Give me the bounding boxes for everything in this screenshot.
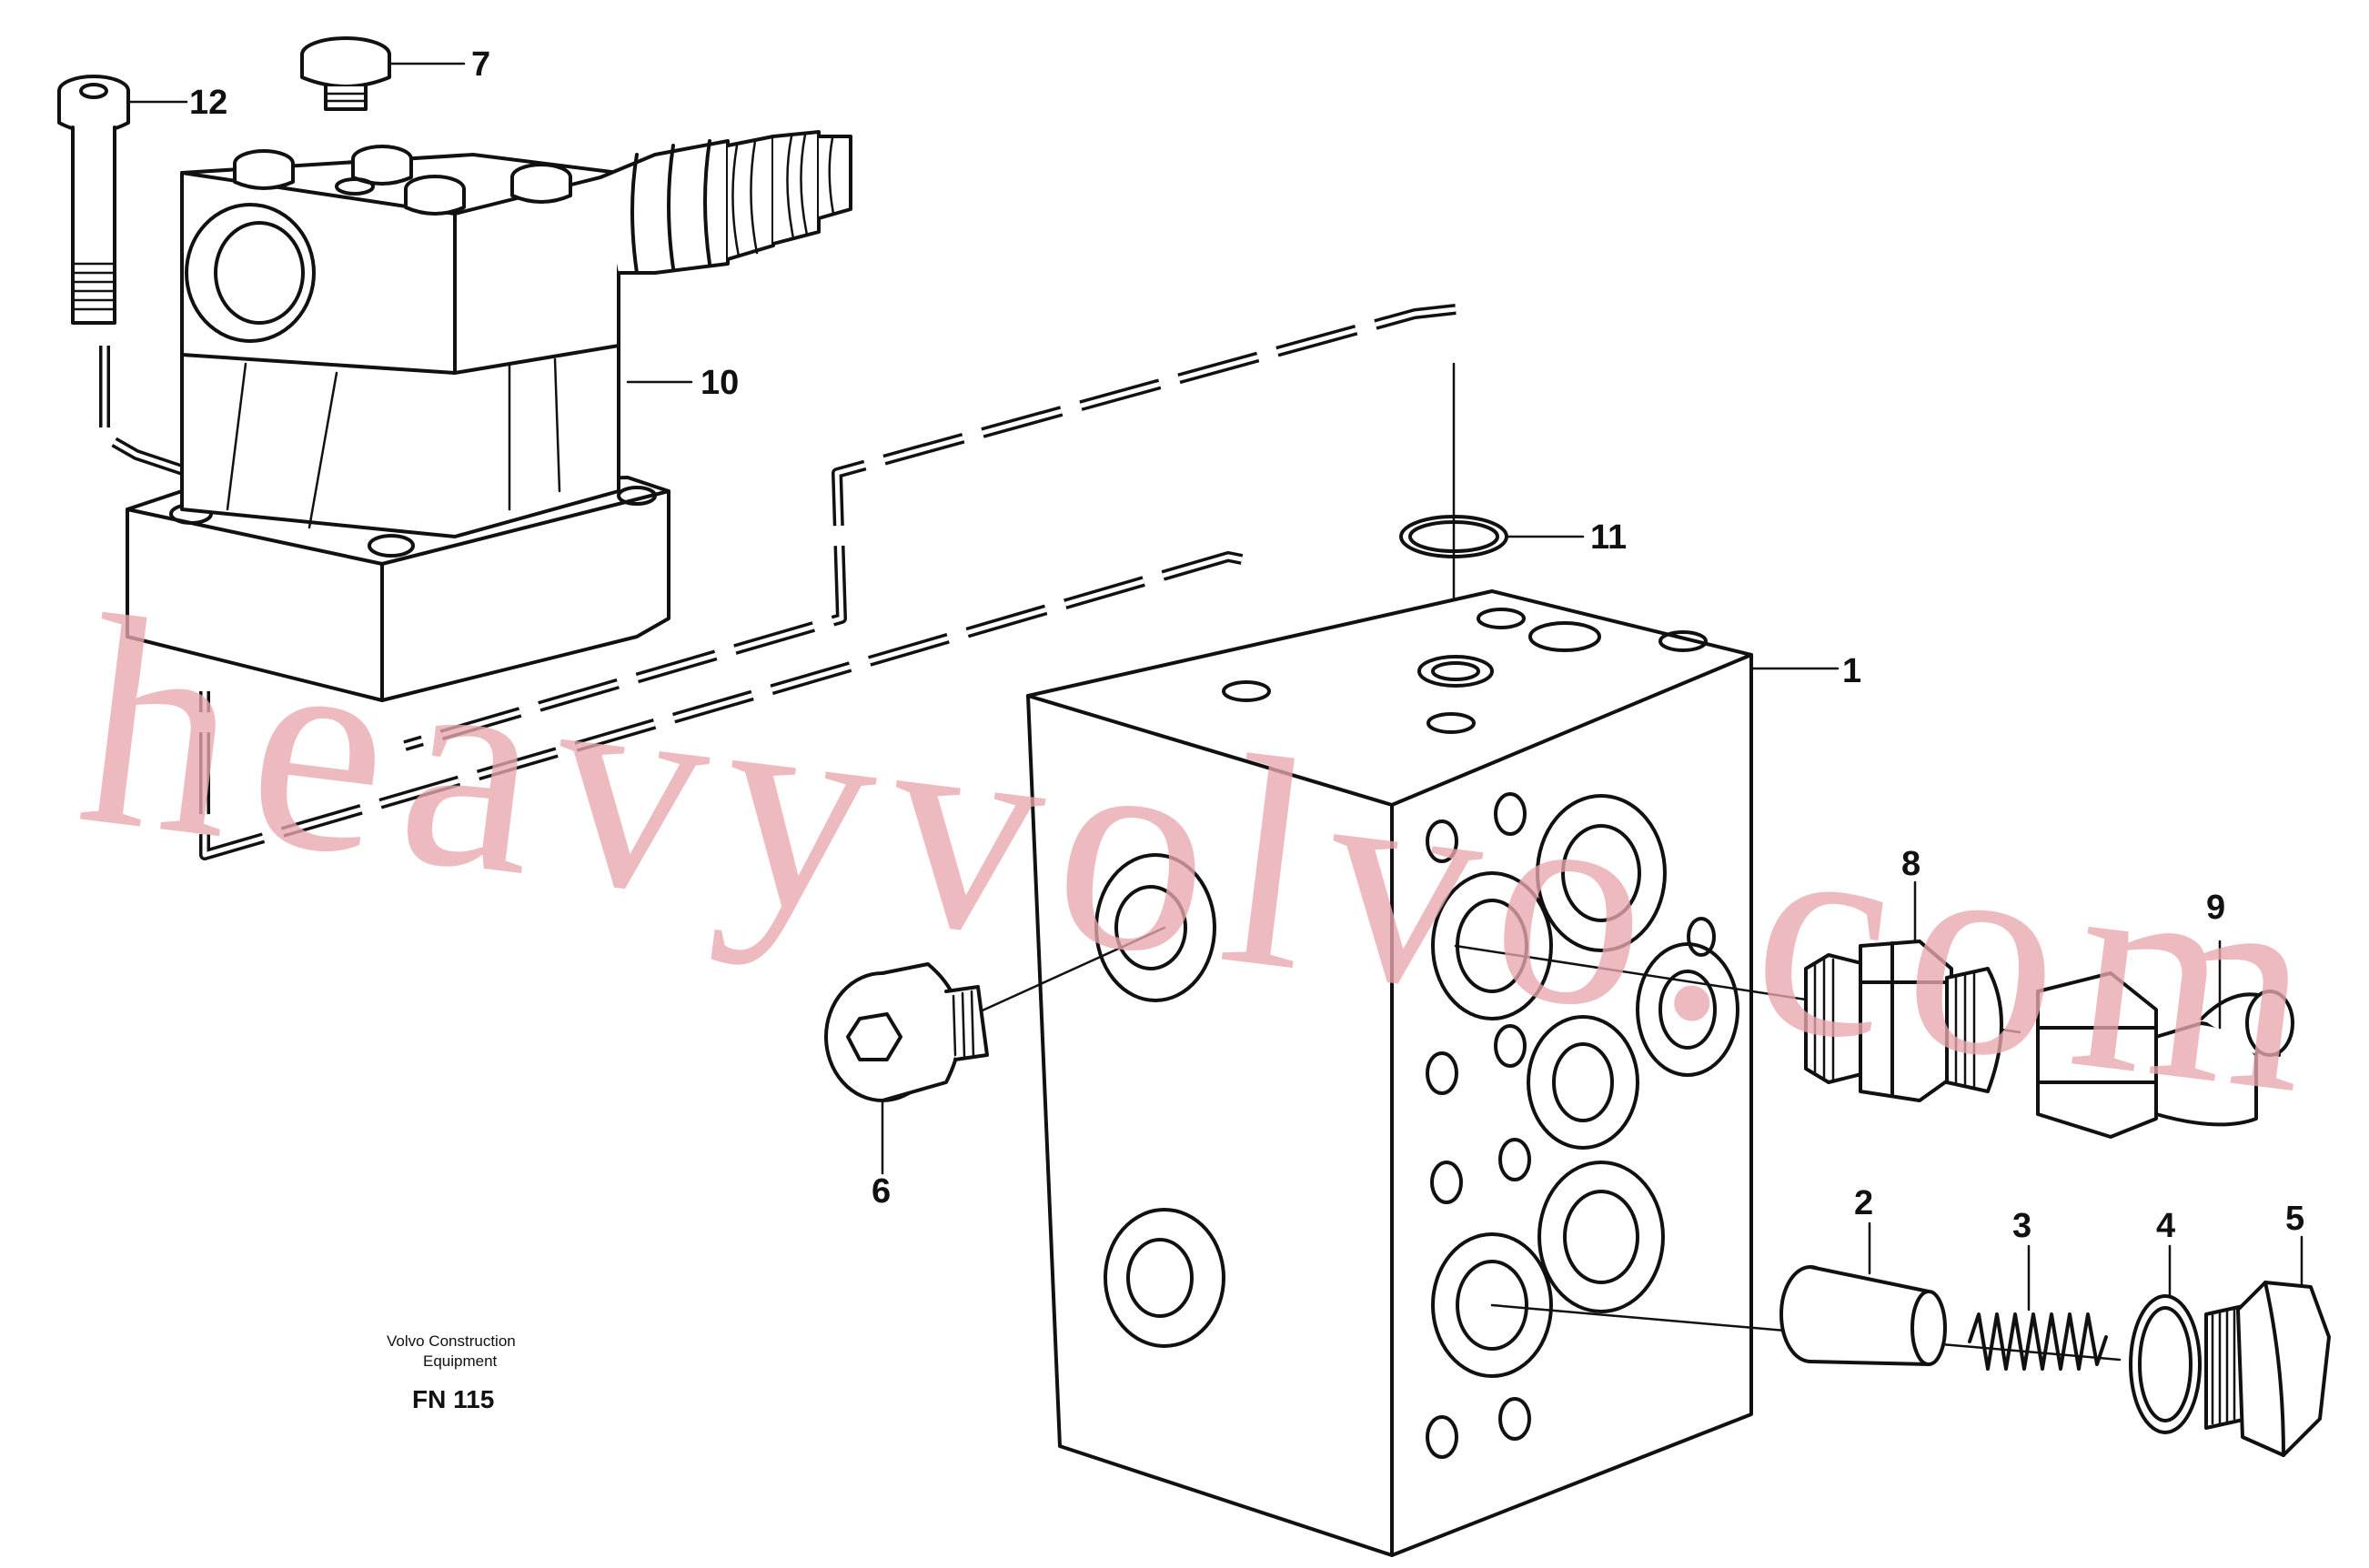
callout-7: 7 (471, 45, 490, 84)
top-bolts (233, 145, 572, 216)
manufacturer-note: Volvo Construction Equipment FN 115 (387, 1332, 516, 1413)
callout-2: 2 (1854, 1184, 1873, 1222)
spool-part-2 (1490, 1221, 2122, 1366)
hydraulic-dash-lines (99, 304, 1457, 860)
plug-part-7 (300, 36, 391, 111)
figure-code: FN 115 (412, 1385, 494, 1413)
spring-part-3 (1968, 1244, 2108, 1371)
callout-11: 11 (1590, 518, 1627, 557)
callout-labels: 1 2 3 4 5 6 7 8 9 10 11 12 (189, 45, 2304, 1245)
bolt-part-12 (57, 75, 130, 325)
elbow-part-9 (2036, 940, 2294, 1139)
note-line-2: Equipment (423, 1352, 498, 1370)
callout-9: 9 (2206, 889, 2225, 927)
callout-1: 1 (1842, 652, 1861, 690)
solenoid-cartridge (599, 130, 852, 275)
callout-3: 3 (2012, 1207, 2031, 1245)
o-ring-part-4 (2129, 1244, 2202, 1434)
callout-5: 5 (2285, 1200, 2304, 1238)
note-line-1: Volvo Construction (387, 1332, 516, 1350)
callout-8: 8 (1901, 845, 1920, 883)
callout-10: 10 (701, 364, 739, 402)
plug-part-6 (824, 926, 1166, 1175)
adapter-part-8 (1454, 880, 2021, 1102)
callout-6: 6 (872, 1172, 891, 1211)
callout-12: 12 (189, 84, 227, 122)
callout-4: 4 (2156, 1207, 2175, 1245)
valve-block-part-1 (1026, 589, 1840, 1557)
pilot-valve-part-10 (126, 130, 852, 702)
plug-part-5 (2204, 1235, 2331, 1457)
